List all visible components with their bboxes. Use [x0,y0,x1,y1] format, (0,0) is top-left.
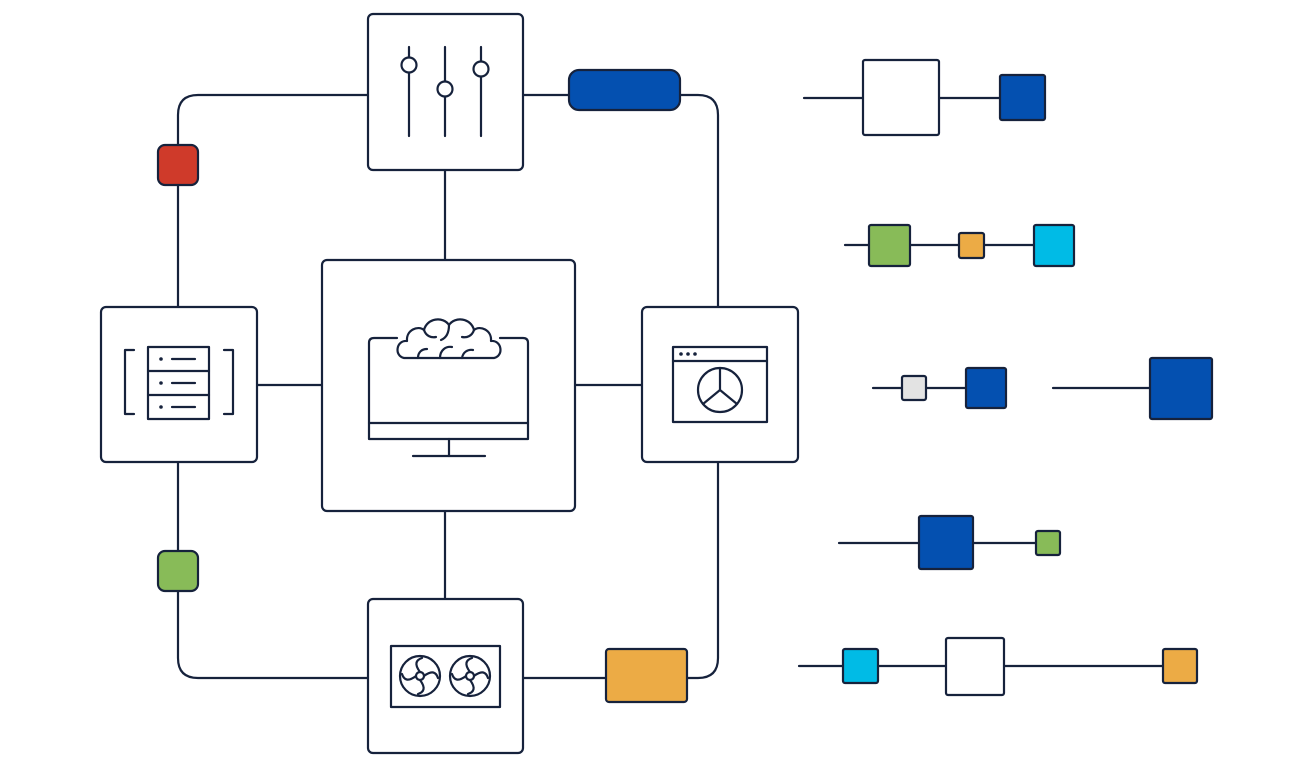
pipeline-block [861,58,941,137]
sliders-icon [400,45,490,138]
node-left [99,305,259,464]
pipeline-row-3 [871,366,1008,410]
pipeline-block [867,223,912,268]
pipeline-block [1034,529,1062,557]
line-left-to-top [176,93,370,309]
pipeline-block [917,514,975,571]
pipeline-block [964,366,1008,410]
gpu-fans-icon [389,644,502,709]
pipeline-block [1161,647,1199,685]
line-bottom-to-right [520,460,720,680]
pipeline-row-6 [797,636,1199,697]
connector-red [156,143,200,187]
pipeline-block [944,636,1006,697]
pipeline-block [998,73,1047,122]
pipeline-row-4 [1051,356,1214,421]
node-bottom [366,597,525,755]
pipeline-row-2 [843,223,1076,268]
line-top-to-right [520,93,720,309]
pipeline-row-5 [837,514,1062,571]
pipeline-block [841,647,880,685]
node-top [366,12,525,172]
pipeline-block [1148,356,1214,421]
node-right [640,305,800,464]
connector-green [156,549,200,593]
pipeline-block [1032,223,1076,268]
pipeline-row-1 [802,58,1047,137]
pipeline-block [957,231,986,260]
line-left-to-bottom [176,460,370,680]
server-rack-icon [123,345,235,421]
connector-blue [567,68,682,112]
node-center [320,258,577,513]
pipeline-block [900,374,928,402]
connector-orange [604,647,689,704]
browser-pie-chart-icon [671,345,769,424]
connection-lines [176,93,720,680]
monitor-brain-icon [367,318,530,458]
